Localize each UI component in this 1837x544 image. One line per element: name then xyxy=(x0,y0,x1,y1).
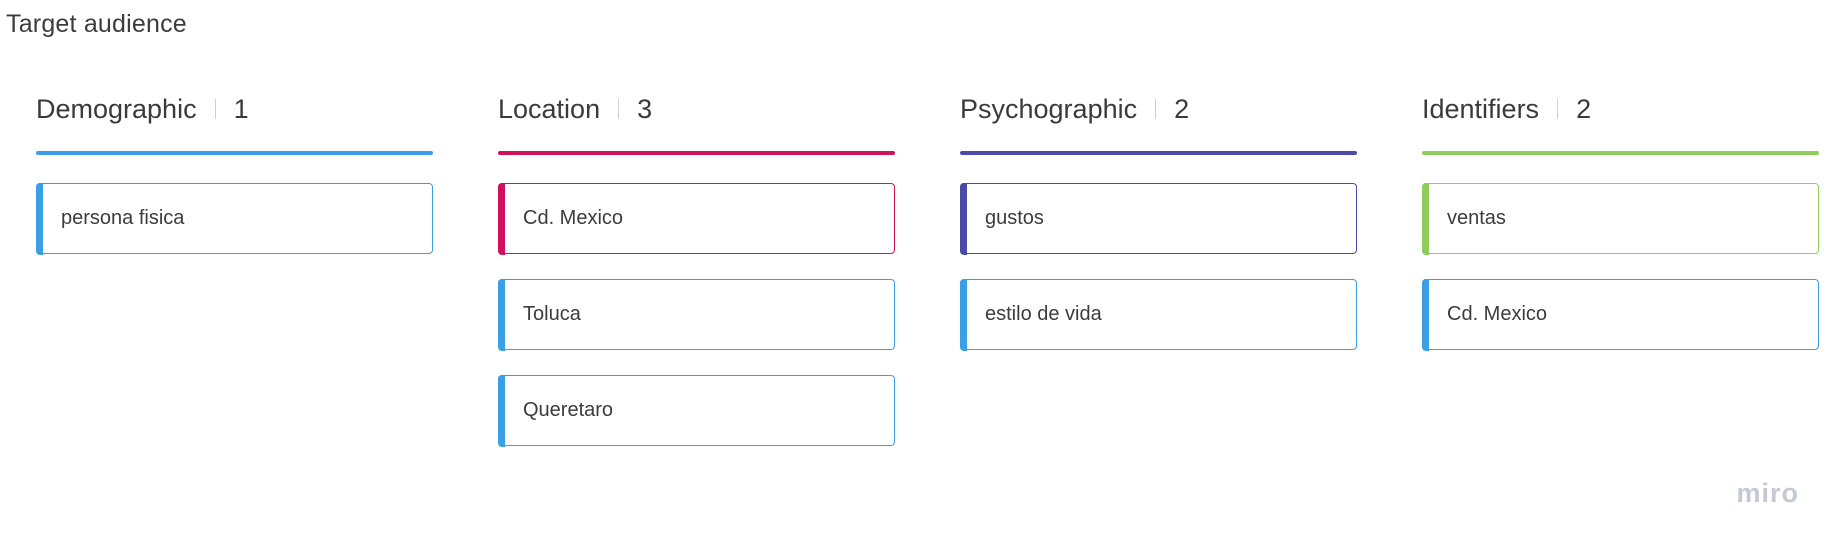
card-stripe xyxy=(1421,182,1429,255)
card-stripe xyxy=(959,278,967,351)
column-identifiers: Identifiers 2 ventas Cd. Mexico xyxy=(1421,92,1819,351)
column-label: Demographic xyxy=(36,93,197,124)
board-title: Target audience xyxy=(6,10,187,38)
miro-logo: miro xyxy=(1736,478,1799,508)
card-list: Cd. Mexico Toluca Queretaro xyxy=(497,182,895,447)
audience-card[interactable]: Toluca xyxy=(497,278,895,351)
card-stripe xyxy=(1421,278,1429,351)
card-text: ventas xyxy=(1447,207,1506,229)
column-header[interactable]: Psychographic 2 xyxy=(960,92,1357,126)
card-text: estilo de vida xyxy=(985,303,1102,325)
column-count: 1 xyxy=(233,93,249,124)
column-location: Location 3 Cd. Mexico Toluca Queretaro xyxy=(497,92,895,447)
card-text: gustos xyxy=(985,207,1044,229)
card-stripe xyxy=(959,182,967,255)
card-text: persona fisica xyxy=(61,207,185,229)
column-count: 3 xyxy=(637,93,653,124)
card-list: gustos estilo de vida xyxy=(959,182,1357,351)
column-header[interactable]: Location 3 xyxy=(498,92,895,126)
column-psychographic: Psychographic 2 gustos estilo de vida xyxy=(959,92,1357,351)
card-stripe xyxy=(35,182,43,255)
card-list: persona fisica xyxy=(35,182,433,255)
audience-card[interactable]: gustos xyxy=(959,182,1357,255)
card-text: Toluca xyxy=(523,303,581,325)
column-label: Psychographic xyxy=(960,93,1138,124)
card-stripe xyxy=(497,182,505,255)
column-count: 2 xyxy=(1174,93,1190,124)
audience-card[interactable]: ventas xyxy=(1421,182,1819,255)
card-text: Cd. Mexico xyxy=(523,207,624,229)
column-label: Location xyxy=(498,93,601,124)
audience-card[interactable]: estilo de vida xyxy=(959,278,1357,351)
column-rule xyxy=(36,151,433,155)
divider xyxy=(214,99,216,119)
column-header[interactable]: Identifiers 2 xyxy=(1422,92,1819,126)
divider xyxy=(1155,99,1157,119)
column-header[interactable]: Demographic 1 xyxy=(36,92,433,126)
column-demographic: Demographic 1 persona fisica xyxy=(35,92,433,255)
audience-card[interactable]: Queretaro xyxy=(497,374,895,447)
audience-card[interactable]: persona fisica xyxy=(35,182,433,255)
audience-card[interactable]: Cd. Mexico xyxy=(1421,278,1819,351)
card-text: Queretaro xyxy=(523,399,614,421)
column-label: Identifiers xyxy=(1422,93,1540,124)
column-count: 2 xyxy=(1576,93,1592,124)
card-stripe xyxy=(497,278,505,351)
audience-card[interactable]: Cd. Mexico xyxy=(497,182,895,255)
card-stripe xyxy=(497,374,505,447)
card-list: ventas Cd. Mexico xyxy=(1421,182,1819,351)
column-rule xyxy=(960,151,1357,155)
card-text: Cd. Mexico xyxy=(1447,303,1548,325)
divider xyxy=(1557,99,1559,119)
column-rule xyxy=(1422,151,1819,155)
column-rule xyxy=(498,151,895,155)
divider xyxy=(618,99,620,119)
